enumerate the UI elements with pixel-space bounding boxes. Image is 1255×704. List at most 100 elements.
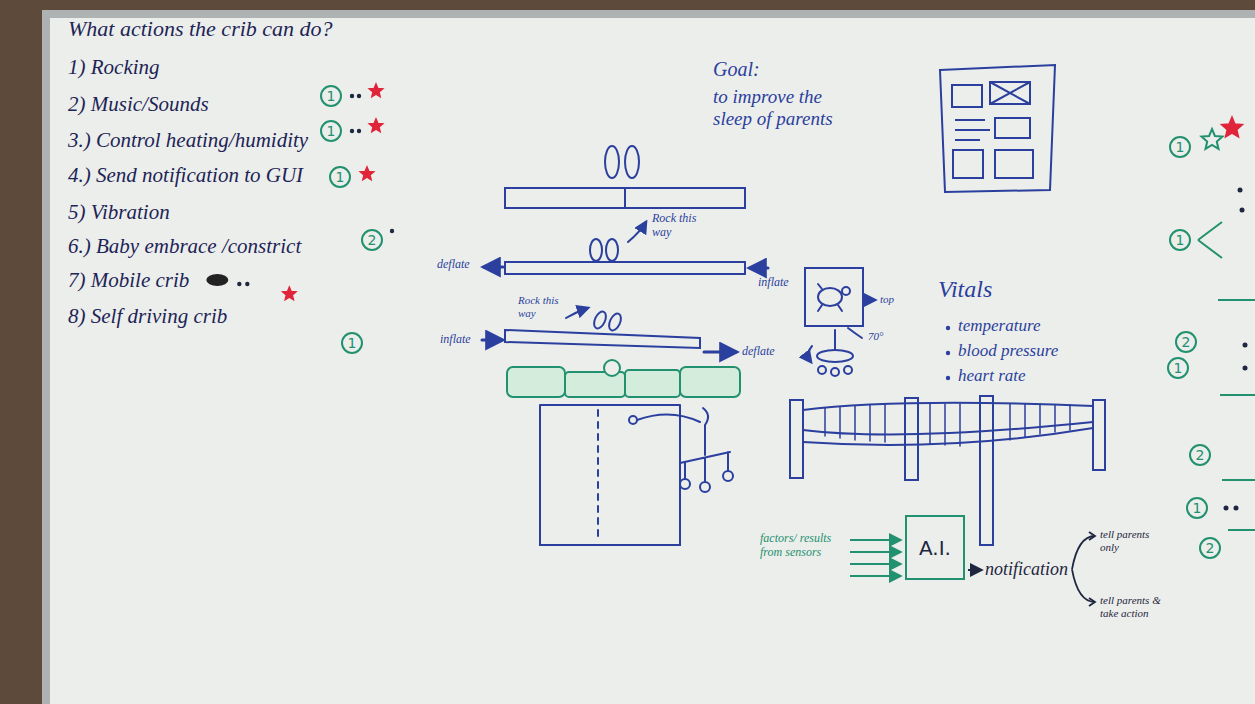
list-item-holder: 1) Rocking	[68, 55, 160, 79]
vital-item: temperature	[958, 316, 1040, 336]
deflate-arrow	[484, 266, 503, 269]
goal-text-holder: to improve the sleep of parents	[713, 86, 863, 130]
list-item: 4.) Send notification to GUI	[68, 163, 303, 187]
sketch-label-holder: inflate	[440, 333, 471, 347]
list-item-holder: 4.) Send notification to GUI	[68, 163, 303, 187]
branch-head	[1089, 598, 1095, 606]
whiteboard	[46, 14, 1255, 704]
angle-arc	[848, 328, 862, 338]
notification-label: notification	[985, 559, 1068, 580]
rock-arrow	[566, 308, 588, 318]
callout-number: 1	[1176, 233, 1185, 247]
vital-item-holder: blood pressure	[958, 341, 1058, 361]
foot	[625, 146, 639, 178]
foot	[605, 146, 619, 178]
heading: What actions the crib can do?	[68, 16, 333, 41]
callout-number: 1	[348, 336, 357, 350]
callout-number: 2	[368, 233, 377, 247]
branch-head	[1089, 532, 1095, 540]
dot	[357, 129, 361, 133]
mobile-arm	[637, 414, 700, 422]
plank	[505, 330, 700, 348]
inflate-arrow	[482, 339, 502, 342]
star-mark	[369, 119, 382, 132]
plank	[505, 262, 745, 274]
list-item: 8) Self driving crib	[68, 304, 227, 328]
goal-text: to improve the sleep of parents	[713, 86, 863, 130]
note-lines	[1198, 222, 1255, 530]
crib-post	[1093, 400, 1105, 470]
callout-circle: 2	[361, 229, 383, 251]
deflate-arrow	[704, 351, 736, 354]
stand-toy	[844, 366, 852, 374]
vitals-heading: Vitals	[938, 276, 992, 304]
crib-post	[905, 398, 918, 480]
right-edge-notes	[1198, 117, 1255, 530]
crib-post	[980, 396, 993, 545]
plank	[505, 188, 745, 208]
mobile-toy	[700, 482, 710, 492]
crib-rails	[803, 403, 1093, 445]
dashed-divider	[597, 410, 599, 540]
mobile-sketch	[540, 405, 733, 545]
outcome-label-holder: tell parents & take action	[1100, 594, 1162, 619]
callout-circle: 1	[320, 120, 342, 142]
vital-bullets	[946, 326, 950, 380]
list-item: 6.) Baby embrace /constrict	[68, 234, 301, 258]
branch-line	[1072, 569, 1095, 602]
list-item-holder: 5) Vibration	[68, 200, 170, 224]
vital-item: heart rate	[958, 366, 1026, 386]
dot	[390, 229, 394, 233]
sketch-label-holder: deflate	[437, 258, 470, 272]
callout-circle: 2	[1199, 537, 1221, 559]
bullet	[946, 326, 950, 330]
goal-heading-holder: Goal:	[713, 58, 760, 81]
plank-sketches	[482, 146, 768, 352]
turtle-legs	[818, 284, 842, 311]
sketch-label: inflate	[758, 276, 789, 290]
dot	[350, 129, 354, 133]
gui-sketch	[940, 65, 1055, 192]
outcome-label-holder: tell parents only	[1100, 528, 1160, 553]
sketch-label-holder: deflate	[742, 345, 775, 359]
callout-number: 2	[1196, 448, 1205, 462]
inflate-arrow	[750, 267, 768, 270]
dot	[350, 94, 354, 98]
sketch-label: top	[880, 293, 894, 306]
cushions	[507, 360, 740, 397]
sensor-arrows	[850, 540, 900, 576]
input-arrow	[850, 551, 900, 553]
foot	[606, 239, 618, 261]
callout-number: 1	[336, 170, 345, 184]
callout-circle: 1	[1167, 357, 1189, 379]
foot	[592, 310, 609, 331]
mobile-toy	[680, 479, 690, 489]
bullet	[946, 351, 950, 355]
callout-circle: 1	[1169, 229, 1191, 251]
callout-circle: 2	[1189, 444, 1211, 466]
callout-circle: 1	[1169, 136, 1191, 158]
sketch-label: inflate	[440, 333, 471, 347]
list-item-holder: 2) Music/Sounds	[68, 92, 209, 116]
callout-circle: 1	[1186, 497, 1208, 519]
callout-number: 1	[327, 124, 336, 138]
rotation-arrow	[808, 346, 812, 362]
vital-item: blood pressure	[958, 341, 1058, 361]
sketch-label-holder: top	[880, 293, 894, 306]
baby-head	[604, 360, 620, 376]
vitals-heading-holder: Vitals	[938, 276, 992, 304]
sketch-label: deflate	[742, 345, 775, 359]
ink-blot	[206, 274, 228, 286]
dot	[1224, 506, 1229, 511]
screen-lines	[955, 120, 990, 140]
input-arrow	[850, 575, 900, 577]
sketch-label: deflate	[437, 258, 470, 272]
ai-box: A.I.	[905, 515, 965, 580]
goal-heading: Goal:	[713, 58, 760, 81]
list-item: 3.) Control heating/humidity	[68, 128, 308, 152]
callout-number: 1	[1176, 140, 1185, 154]
list-item: 1) Rocking	[68, 55, 160, 79]
callout-number: 1	[1174, 361, 1183, 375]
screen-image	[990, 82, 1030, 104]
